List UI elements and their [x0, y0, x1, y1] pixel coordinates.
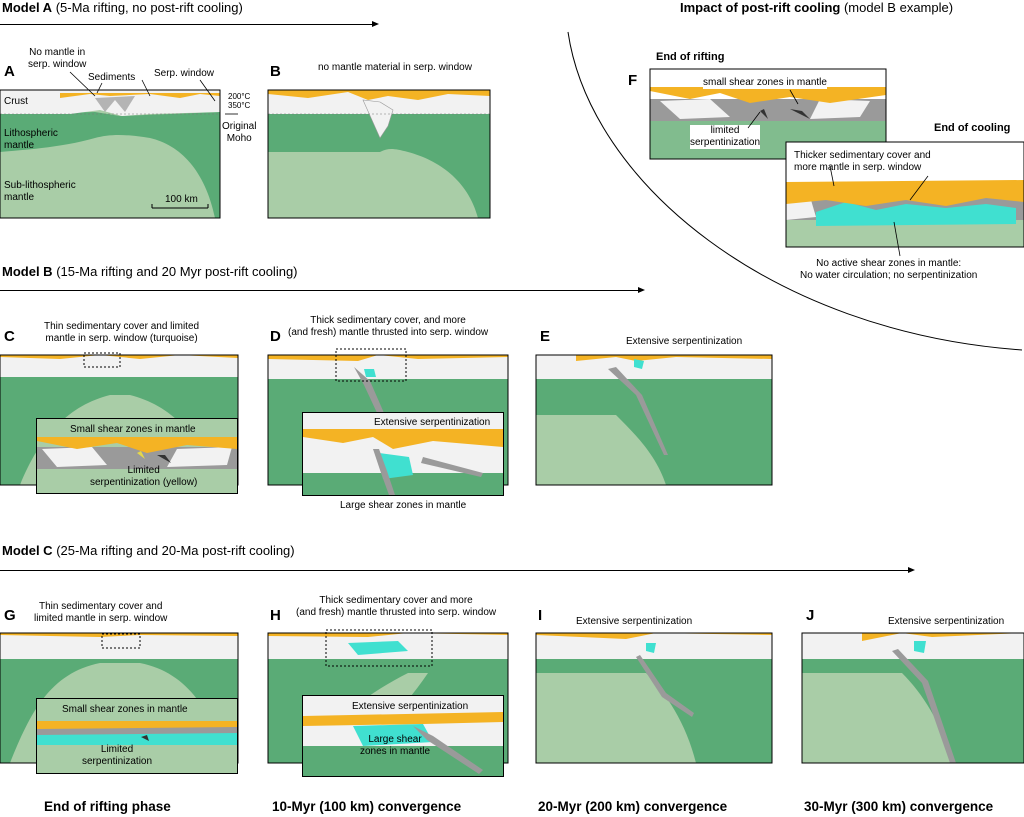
panel-g-letter: G — [4, 607, 16, 624]
bottom-label-30myr: 30-Myr (300 km) convergence — [804, 799, 994, 814]
label-i-extensive: Extensive serpentinization — [576, 616, 693, 627]
label-200c: 200°C — [228, 92, 251, 101]
label-serp-window: Serp. window — [154, 68, 215, 79]
label-f-limited: limited serpentinization — [690, 125, 761, 149]
panel-d-inset-drawing — [303, 413, 503, 495]
model-a-arrowhead — [372, 21, 379, 27]
label-g-thin: Thin sedimentary cover and limited mantl… — [34, 601, 168, 624]
label-h-thick: Thick sedimentary cover and more (and fr… — [296, 595, 497, 618]
panel-f-cooling-section — [785, 141, 1024, 248]
panel-b-letter: B — [270, 63, 281, 80]
model-b-title: Model B (15-Ma rifting and 20 Myr post-r… — [2, 264, 298, 279]
panel-g-inset — [36, 698, 238, 774]
label-j-extensive: Extensive serpentinization — [888, 616, 1005, 627]
panel-b-section — [267, 89, 491, 219]
label-h-extensive: Extensive serpentinization — [352, 701, 469, 712]
label-f-no-active: No active shear zones in mantle: No wate… — [800, 258, 978, 281]
label-scale: 100 km — [165, 194, 198, 205]
label-sub-lith: Sub-lithospheric mantle — [4, 180, 76, 203]
panel-h-inset — [302, 695, 504, 777]
label-d-thick: Thick sedimentary cover, and more (and f… — [288, 315, 489, 338]
panel-g-inset-drawing — [37, 699, 237, 773]
panel-h-letter: H — [270, 607, 281, 624]
label-350c: 350°C — [228, 101, 251, 110]
label-c-small-shear: Small shear zones in mantle — [70, 424, 196, 435]
cooling-boundary-curve — [567, 31, 1023, 351]
panel-j-letter: J — [806, 607, 815, 624]
panel-a-arrows — [69, 71, 238, 115]
panel-a-letter: A — [4, 63, 15, 80]
label-e-extensive: Extensive serpentinization — [626, 336, 743, 347]
label-f-small-shear: small shear zones in mantle — [703, 77, 827, 89]
model-b-arrowhead — [638, 287, 645, 293]
label-crust: Crust — [4, 96, 28, 107]
panel-f-letter: F — [628, 72, 638, 89]
cooling-title: Impact of post-rift cooling (model B exa… — [680, 0, 954, 15]
label-c-limited: Limited serpentinization (yellow) — [90, 465, 198, 488]
model-c-time-arrow — [0, 570, 908, 571]
panel-c-letter: C — [4, 328, 15, 345]
bottom-label-10myr: 10-Myr (100 km) convergence — [272, 799, 462, 814]
panel-e-letter: E — [540, 328, 551, 345]
label-original-moho: Original Moho — [222, 121, 257, 144]
end-cooling-title: End of cooling — [934, 122, 1011, 134]
label-d-extensive: Extensive serpentinization — [374, 417, 491, 428]
model-b-time-arrow — [0, 290, 638, 291]
label-sediments: Sediments — [88, 72, 136, 83]
panel-c-inset-drawing — [37, 419, 237, 493]
label-c-thin: Thin sedimentary cover and limited mantl… — [44, 321, 200, 344]
panel-h-zoom-box — [325, 629, 433, 667]
label-f-thicker: Thicker sedimentary cover and more mantl… — [794, 150, 931, 174]
label-no-mantle-material: no mantle material in serp. window — [318, 62, 472, 73]
label-no-mantle: No mantle in serp. window — [28, 47, 87, 70]
label-d-large-shear: Large shear zones in mantle — [340, 500, 467, 511]
label-h-large-shear: Large shear zones in mantle — [360, 734, 431, 757]
panel-d-inset — [302, 412, 504, 496]
panel-i-section — [535, 632, 773, 764]
end-rifting-title: End of rifting — [656, 51, 725, 63]
panel-e-section — [535, 354, 773, 486]
label-g-small-shear: Small shear zones in mantle — [62, 704, 188, 715]
panel-h-inset-drawing — [303, 696, 503, 776]
panel-d-zoom-box — [335, 348, 407, 382]
panel-d-letter: D — [270, 328, 281, 345]
model-c-arrowhead — [908, 567, 915, 573]
panel-a-section — [0, 89, 221, 219]
model-c-title: Model C (25-Ma rifting and 20-Ma post-ri… — [2, 543, 295, 558]
model-a-time-arrow — [0, 24, 372, 25]
panel-c-inset — [36, 418, 238, 494]
label-g-limited: Limited serpentinization — [82, 744, 153, 767]
label-lith-mantle: Lithospheric mantle — [4, 128, 58, 151]
bottom-label-20myr: 20-Myr (200 km) convergence — [538, 799, 728, 814]
model-a-title: Model A (5-Ma rifting, no post-rift cool… — [2, 0, 243, 15]
bottom-label-rifting: End of rifting phase — [44, 799, 171, 814]
panel-c-zoom-box — [83, 352, 121, 368]
panel-i-letter: I — [538, 607, 543, 624]
panel-j-section — [801, 632, 1024, 764]
panel-g-zoom-box — [101, 633, 141, 649]
panel-f-arrows — [747, 89, 929, 257]
